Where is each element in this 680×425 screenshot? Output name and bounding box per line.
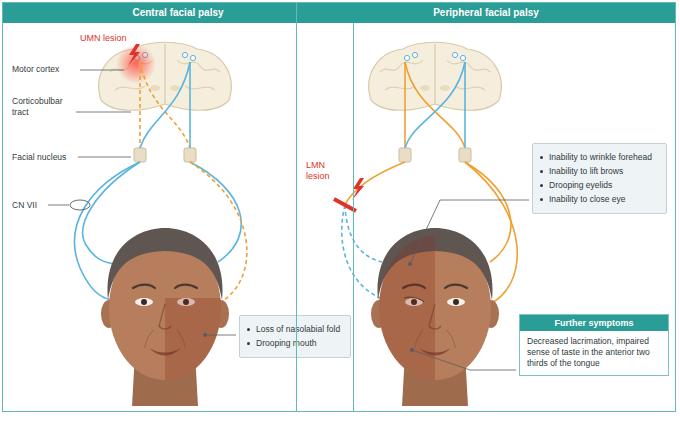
callout-box: Inability to wrinkle foreheadInability t… <box>532 143 667 214</box>
bullet-dot <box>540 170 543 173</box>
corticobulbar-lines <box>405 62 465 148</box>
lightning-bolt <box>128 44 140 66</box>
bullet-dot <box>540 184 543 187</box>
drooping-eyelid <box>404 297 424 302</box>
bullet-item: Inability to close eye <box>540 194 659 205</box>
bullet-text: Loss of nasolabial fold <box>256 324 340 335</box>
bullet-text: Drooping eyelids <box>549 180 612 191</box>
bullet-text: Inability to wrinkle forehead <box>549 152 652 163</box>
lesion-glow <box>116 44 156 84</box>
bullet-item: Loss of nasolabial fold <box>247 324 343 335</box>
leader-lines <box>48 70 236 335</box>
bullet-item: Drooping mouth <box>247 338 343 349</box>
bullet-dot <box>540 156 543 159</box>
facial-nucleus <box>184 148 196 162</box>
facial-nucleus <box>134 148 146 162</box>
brain <box>369 42 501 110</box>
lesion-bar <box>334 199 356 211</box>
part-label: CN VII <box>12 200 48 211</box>
part-label: Motor cortex <box>12 64 78 75</box>
bullet-text: Drooping mouth <box>256 338 316 349</box>
panel: Central facial palsyLoss of nasolabial f… <box>2 2 354 412</box>
symptom-box: Further symptomsDecreased lacrimation, i… <box>519 314 669 376</box>
bullet-dot <box>247 342 250 345</box>
lesion-label: LMN lesion <box>306 160 348 183</box>
bullet-text: Inability to lift brows <box>549 166 623 177</box>
box-heading: Further symptoms <box>520 315 668 331</box>
bullet-item: Drooping eyelids <box>540 180 659 191</box>
part-label: Corticobulbar tract <box>12 96 74 117</box>
paralysis-shading <box>376 226 435 386</box>
face <box>101 228 229 406</box>
box-body: Decreased lacrimation, impaired sense of… <box>520 331 668 375</box>
bullet-item: Inability to wrinkle forehead <box>540 152 659 163</box>
corticobulbar-lines <box>140 62 190 148</box>
bullet-dot <box>540 198 543 201</box>
leader-lines <box>411 200 529 370</box>
leader-dot <box>203 333 207 337</box>
facial-nucleus <box>459 148 471 162</box>
lesion-label: UMN lesion <box>80 33 136 44</box>
paralysis-shading <box>165 298 227 383</box>
facial-nucleus <box>399 148 411 162</box>
brain <box>99 42 231 110</box>
bullet-item: Inability to lift brows <box>540 166 659 177</box>
bullet-text: Inability to close eye <box>549 194 626 205</box>
leader-dot <box>408 262 412 266</box>
leader-dot <box>410 348 414 352</box>
panel-title: Peripheral facial palsy <box>297 3 675 23</box>
panel: Peripheral facial palsyInability to wrin… <box>296 2 676 412</box>
bullet-dot <box>247 328 250 331</box>
callout-box: Loss of nasolabial foldDrooping mouth <box>239 315 351 358</box>
part-label: Facial nucleus <box>12 152 78 163</box>
nerve-marker <box>70 200 90 210</box>
